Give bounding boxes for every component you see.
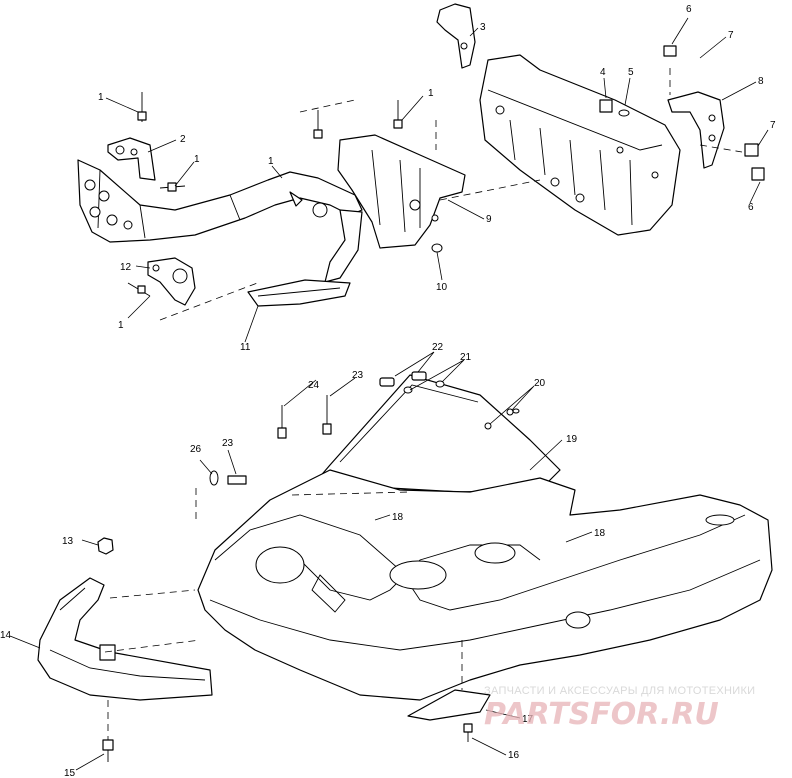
callout-20: 20 (534, 378, 546, 389)
callout-26: 26 (190, 444, 202, 455)
watermark-logo: PARTSFOR.RU (484, 697, 719, 732)
callout-6: 6 (748, 202, 754, 213)
callout-7: 7 (728, 30, 734, 41)
callout-1: 1 (194, 154, 200, 165)
bracket-12 (147, 257, 196, 306)
callout-23: 23 (352, 370, 364, 381)
callout-1: 1 (98, 92, 104, 103)
bracket-2 (107, 137, 156, 181)
lower-support-11 (247, 279, 351, 307)
callout-4: 4 (600, 67, 606, 78)
small-hardware (431, 45, 765, 253)
callout-10: 10 (436, 282, 448, 293)
callout-12: 12 (120, 262, 132, 273)
callout-labels: 1 2 1 1 1 3 6 7 4 5 8 7 6 9 10 11 12 1 2… (0, 4, 776, 778)
assembly-lines (104, 68, 743, 740)
watermark-tagline: ЗАПЧАСТИ И АКСЕССУАРЫ ДЛЯ МОТОТЕХНИКИ (484, 685, 755, 697)
callout-23: 23 (222, 438, 234, 449)
callout-3: 3 (480, 22, 486, 33)
callout-13: 13 (62, 536, 74, 547)
callout-19: 19 (566, 434, 578, 445)
skid-plate-17 (407, 689, 491, 721)
hood-body (197, 469, 773, 701)
leader-lines (9, 17, 769, 771)
front-frame-rail (77, 159, 363, 283)
front-bumper-14 (37, 577, 213, 701)
callout-2: 2 (180, 134, 186, 145)
callout-15: 15 (64, 768, 76, 778)
windshield-hardware (379, 371, 520, 414)
watermark: ЗАПЧАСТИ И АКСЕССУАРЫ ДЛЯ МОТОТЕХНИКИ PA… (484, 685, 755, 732)
center-bracket-9 (337, 134, 466, 249)
callout-5: 5 (628, 67, 634, 78)
callout-7: 7 (770, 120, 776, 131)
callout-1: 1 (118, 320, 124, 331)
rear-crossmember (479, 54, 681, 236)
callout-18: 18 (392, 512, 404, 523)
callout-6: 6 (686, 4, 692, 15)
bracket-8 (667, 91, 725, 169)
callout-16: 16 (508, 750, 520, 761)
callout-18: 18 (594, 528, 606, 539)
callout-17: 17 (522, 714, 534, 725)
callout-24: 24 (308, 380, 320, 391)
callout-11: 11 (240, 342, 251, 353)
callout-1: 1 (428, 88, 434, 99)
callout-8: 8 (758, 76, 764, 87)
callout-1: 1 (268, 156, 274, 167)
callout-14: 14 (0, 630, 12, 641)
nut-13 (97, 537, 114, 555)
callout-9: 9 (486, 214, 492, 225)
bracket-3 (436, 3, 476, 69)
callout-21: 21 (460, 352, 472, 363)
callout-22: 22 (432, 342, 444, 353)
